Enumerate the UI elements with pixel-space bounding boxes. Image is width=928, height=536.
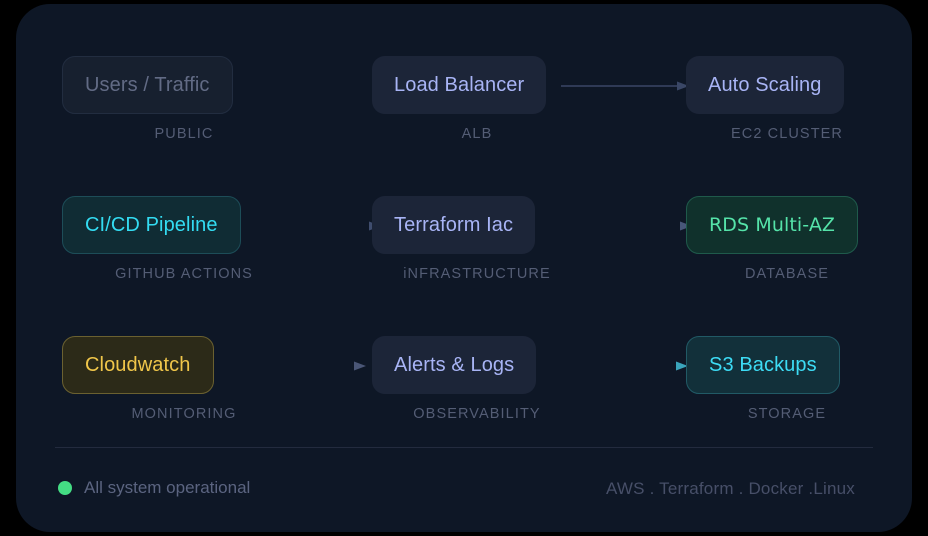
connector-loadbalancer-to-autoscaling <box>561 80 691 92</box>
node-s3-backups[interactable]: S3 Backups <box>686 336 840 394</box>
node-caption-infrastructure: iNFRASTRUCTURE <box>403 266 551 282</box>
node-cloudwatch[interactable]: Cloudwatch <box>62 336 214 394</box>
node-caption-database: DATABASE <box>744 266 829 282</box>
diagram-row-public-tier: Users / Traffic PUBLIC Load Balancer ALB… <box>16 44 912 154</box>
node-cell-load-balancer: Load Balancer ALB <box>342 44 612 154</box>
node-cell-s3-backups: S3 Backups STORAGE <box>650 324 920 434</box>
node-auto-scaling[interactable]: Auto Scaling <box>686 56 844 114</box>
node-caption-observability: OBSERVABILITY <box>413 406 541 422</box>
node-caption-github-actions: GITHUB ACTIONS <box>115 266 253 282</box>
node-cell-users-traffic: Users / Traffic PUBLIC <box>44 44 314 154</box>
node-cell-cloudwatch: Cloudwatch MONITORING <box>44 324 314 434</box>
node-caption-monitoring: MONITORING <box>131 406 237 422</box>
node-terraform-iac[interactable]: Terraform Iac <box>372 196 536 254</box>
connector-alerts-to-s3 <box>538 360 690 372</box>
node-users-traffic[interactable]: Users / Traffic <box>62 56 233 114</box>
node-cell-rds-multi-az: RDS Multi-AZ DATABASE <box>650 184 920 294</box>
status-label: All system operational <box>84 478 251 497</box>
node-caption-ec2-cluster: EC2 CLUSTER <box>730 126 843 142</box>
tech-stack-label: AWS . Terraform . Docker .Linux <box>606 479 855 498</box>
node-cell-cicd-pipeline: CI/CD Pipeline GITHUB ACTIONS <box>44 184 314 294</box>
node-cell-terraform-iac: Terraform Iac iNFRASTRUCTURE <box>342 184 612 294</box>
status-indicator: All system operational <box>58 478 250 498</box>
node-caption-alb: ALB <box>461 126 493 142</box>
node-cicd-pipeline[interactable]: CI/CD Pipeline <box>62 196 241 254</box>
node-rds-multi-az[interactable]: RDS Multi-AZ <box>686 196 859 254</box>
status-dot-icon <box>58 481 72 495</box>
node-alerts-logs[interactable]: Alerts & Logs <box>372 336 537 394</box>
node-caption-public: PUBLIC <box>154 126 214 142</box>
footer-divider <box>55 447 873 448</box>
connector-cloudwatch-to-alerts <box>238 360 368 372</box>
diagram-panel: Users / Traffic PUBLIC Load Balancer ALB… <box>16 4 912 532</box>
node-caption-storage: STORAGE <box>747 406 827 422</box>
node-cell-alerts-logs: Alerts & Logs OBSERVABILITY <box>342 324 612 434</box>
diagram-row-pipeline-tier: CI/CD Pipeline GITHUB ACTIONS Terraform … <box>16 184 912 294</box>
node-load-balancer[interactable]: Load Balancer <box>372 56 547 114</box>
node-cell-auto-scaling: Auto Scaling EC2 CLUSTER <box>650 44 920 154</box>
diagram-row-monitoring-tier: Cloudwatch MONITORING Alerts & Logs OBSE… <box>16 324 912 434</box>
